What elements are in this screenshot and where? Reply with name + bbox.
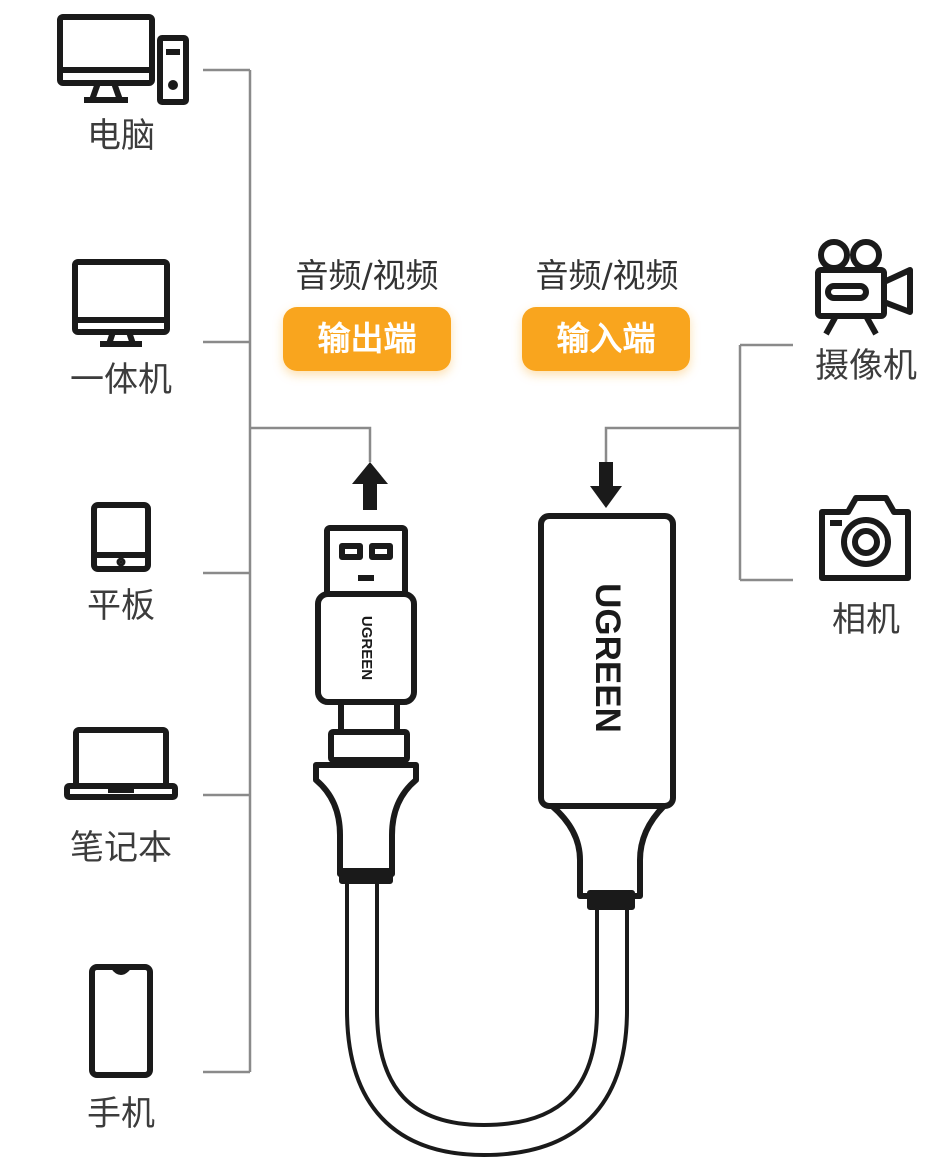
video-camera-icon: [815, 239, 913, 336]
photo-camera-icon: [819, 495, 911, 581]
desktop-computer-icon: [57, 14, 189, 105]
input-arrow-icon: [590, 462, 622, 508]
input-badge: 输入端: [522, 307, 690, 371]
phone-icon: [89, 964, 153, 1078]
device-label-photo-camera: 相机: [832, 600, 900, 640]
input-subtitle: 音频/视频: [535, 256, 679, 295]
output-badge: 输出端: [283, 307, 451, 371]
capture-card: [538, 513, 676, 910]
all-in-one-monitor-icon: [72, 259, 170, 347]
left-connector-lines: [203, 68, 372, 1074]
output-subtitle: 音频/视频: [295, 256, 439, 295]
right-connector-lines: [604, 343, 793, 582]
device-label-tablet: 平板: [87, 586, 155, 626]
device-label-video-camera: 摄像机: [815, 346, 917, 386]
brand-label-card: UGREEN: [588, 583, 627, 733]
laptop-icon: [64, 727, 178, 800]
device-label-all-in-one: 一体机: [70, 360, 172, 400]
usb-plug: [313, 525, 419, 884]
device-label-desktop: 电脑: [87, 116, 155, 156]
tablet-icon: [91, 502, 151, 572]
output-arrow-icon: [352, 462, 388, 510]
brand-label-plug: UGREEN: [358, 615, 375, 681]
device-label-phone: 手机: [87, 1094, 155, 1134]
device-label-laptop: 笔记本: [70, 828, 172, 868]
cable: [345, 880, 629, 1158]
